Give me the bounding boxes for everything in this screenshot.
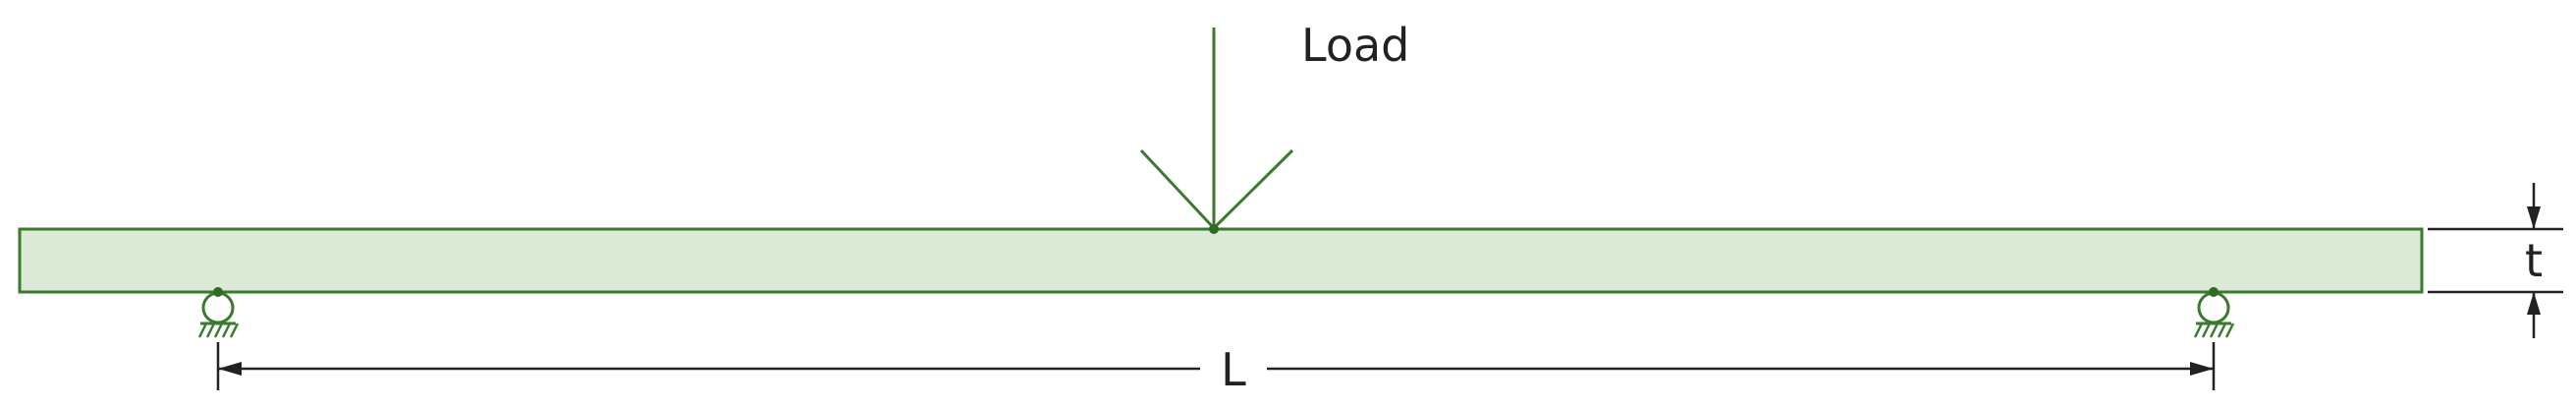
thickness-arrowhead-top <box>2527 206 2541 229</box>
thickness-dimension <box>2428 183 2563 338</box>
load-arrow-head-left <box>1139 148 1216 230</box>
left-ground-hatch <box>197 322 240 338</box>
right-contact-point <box>2209 287 2219 297</box>
thickness-label: t <box>2525 234 2543 287</box>
left-roller <box>201 291 235 324</box>
span-arrowhead-left <box>218 362 242 376</box>
beam <box>18 227 2424 294</box>
left-support <box>197 287 240 338</box>
load-arrow <box>1139 28 1294 230</box>
load-point <box>1209 224 1219 234</box>
load-label: Load <box>1301 19 1409 72</box>
load-arrow-head-right <box>1212 148 1294 230</box>
right-ground-hatch <box>2193 322 2235 338</box>
right-support <box>2193 287 2235 338</box>
thickness-arrowhead-bottom <box>2527 292 2541 315</box>
span-length-label: L <box>1221 343 1246 396</box>
span-dimension <box>216 342 2216 390</box>
left-contact-point <box>213 287 223 297</box>
right-roller <box>2197 291 2230 324</box>
span-arrowhead-right <box>2190 362 2214 376</box>
